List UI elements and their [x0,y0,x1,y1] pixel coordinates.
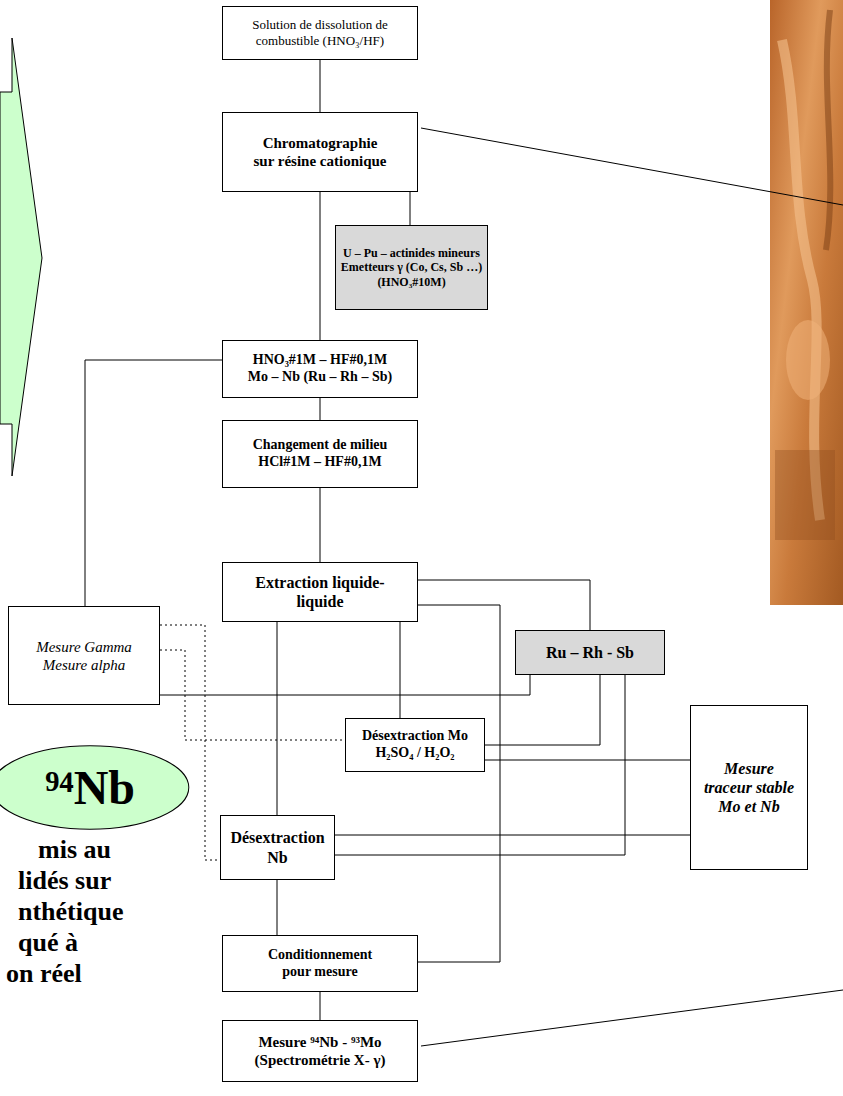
connector-line [485,760,690,761]
box-text: U – Pu – actinides mineurs [343,246,480,260]
cut-off-text: lidés sur [18,866,111,896]
highlight-ellipse: ⁹⁴Nb [0,745,190,830]
box-text: (Spectrométrie X- γ) [255,1051,386,1069]
connector-line [418,605,500,962]
nuclide-label: ⁹⁴Nb [45,759,135,817]
cut-off-text: nthétique [18,897,123,927]
cut-off-text: on réel [6,959,82,989]
box-text: (HNO₃#10M) [377,275,445,289]
process-box: Désextraction MoH₂SO₄ / H₂O₂ [345,718,485,772]
green-arrow [0,38,42,476]
process-box: Conditionnement pour mesure [222,935,418,992]
process-box: Mesure traceur stable Mo et Nb [690,705,808,870]
photo-illustration [770,0,843,605]
connector-line [85,360,222,606]
box-text: Conditionnement pour mesure [257,947,383,981]
connector-line [320,488,321,562]
connector-line [320,992,321,1020]
process-box: HNO₃#1M – HF#0,1MMo – Nb (Ru – Rh – Sb) [222,340,418,398]
box-text: Changement de milieu [253,437,388,454]
box-text: Mesure ⁹⁴Nb - ⁹³Mo [258,1033,381,1051]
box-text: H₂SO₄ / H₂O₂ [375,745,454,762]
connector-line [160,625,220,860]
connector-line [277,622,278,815]
cut-off-text: qué à [18,928,78,958]
process-box: Mesure GammaMesure alpha [8,606,160,705]
connector-line [320,192,321,340]
box-text: Mesure Gamma [36,638,132,656]
connector-line [485,675,600,745]
box-text: Mesure alpha [43,656,125,674]
process-box: Chromatographie sur résine cationique [222,112,418,192]
process-box: Changement de milieuHCl#1M – HF#0,1M [222,420,418,488]
box-text: Emetteurs γ (Co, Cs, Sb …) [341,260,482,274]
box-text: HCl#1M – HF#0,1M [258,454,381,471]
process-box: Mesure ⁹⁴Nb - ⁹³Mo(Spectrométrie X- γ) [222,1020,418,1082]
connector-line [320,60,321,112]
connector-line [277,880,278,935]
process-box: Extraction liquide-liquide [222,562,418,622]
box-text: HNO₃#1M – HF#0,1M [253,352,387,369]
process-box: Solution de dissolution de combustible (… [222,6,418,60]
process-box: U – Pu – actinides mineursEmetteurs γ (C… [335,225,488,310]
connector-line [400,622,401,718]
connector-line [320,398,321,420]
box-text: Mesure traceur stable Mo et Nb [699,759,799,817]
box-text: Extraction liquide-liquide [247,573,393,611]
connector-line [160,675,530,695]
box-text: Mo – Nb (Ru – Rh – Sb) [248,369,392,386]
connector-line [160,650,345,740]
leader-line [421,990,843,1046]
box-text: Chromatographie sur résine cationique [253,134,387,170]
process-box: Désextraction Nb [220,815,335,880]
box-text: Solution de dissolution de combustible (… [233,17,407,48]
box-text: Ru – Rh - Sb [546,643,634,662]
connector-line [335,835,690,836]
connector-line [335,675,625,855]
cut-off-text: mis au [38,835,111,865]
process-box: Ru – Rh - Sb [515,630,665,675]
leader-line [421,128,843,205]
box-text: Désextraction Nb [225,828,330,866]
connector-line [410,192,411,225]
box-text: Désextraction Mo [362,728,468,745]
